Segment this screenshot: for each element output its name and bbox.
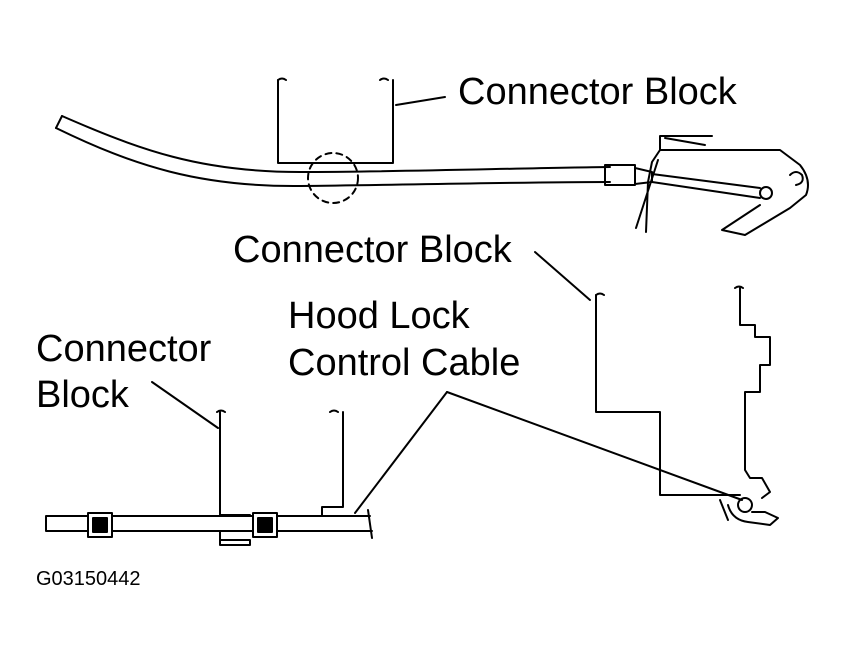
leader-line-top bbox=[395, 96, 446, 106]
leader-line-left bbox=[151, 381, 219, 429]
connector-block-top bbox=[277, 77, 394, 164]
connector-block-bottom bbox=[216, 409, 344, 546]
inspection-circle bbox=[307, 152, 359, 204]
label-connector-block-top: Connector Block bbox=[458, 71, 737, 113]
hood-lock-top bbox=[635, 135, 809, 236]
cable-clamp-right bbox=[252, 512, 278, 538]
control-cable-bottom bbox=[45, 509, 373, 539]
leader-line-hood-lock bbox=[446, 391, 743, 501]
connector-block-middle bbox=[595, 285, 771, 499]
cable-clamp-left bbox=[87, 512, 113, 538]
leader-line-middle bbox=[534, 251, 591, 301]
label-connector-left-line2: Block bbox=[36, 374, 129, 416]
cable-end-fitting-top bbox=[604, 164, 773, 200]
label-hood-lock-line2: Control Cable bbox=[288, 342, 521, 384]
leader-line-hood-lock-2 bbox=[354, 391, 448, 514]
control-cable-top bbox=[55, 115, 611, 188]
hood-lock-latch-bottom bbox=[719, 497, 779, 526]
label-connector-block-middle: Connector Block bbox=[233, 229, 512, 271]
label-hood-lock-line1: Hood Lock bbox=[288, 295, 470, 337]
figure-code: G03150442 bbox=[36, 568, 141, 590]
label-connector-left-line1: Connector bbox=[36, 328, 212, 370]
